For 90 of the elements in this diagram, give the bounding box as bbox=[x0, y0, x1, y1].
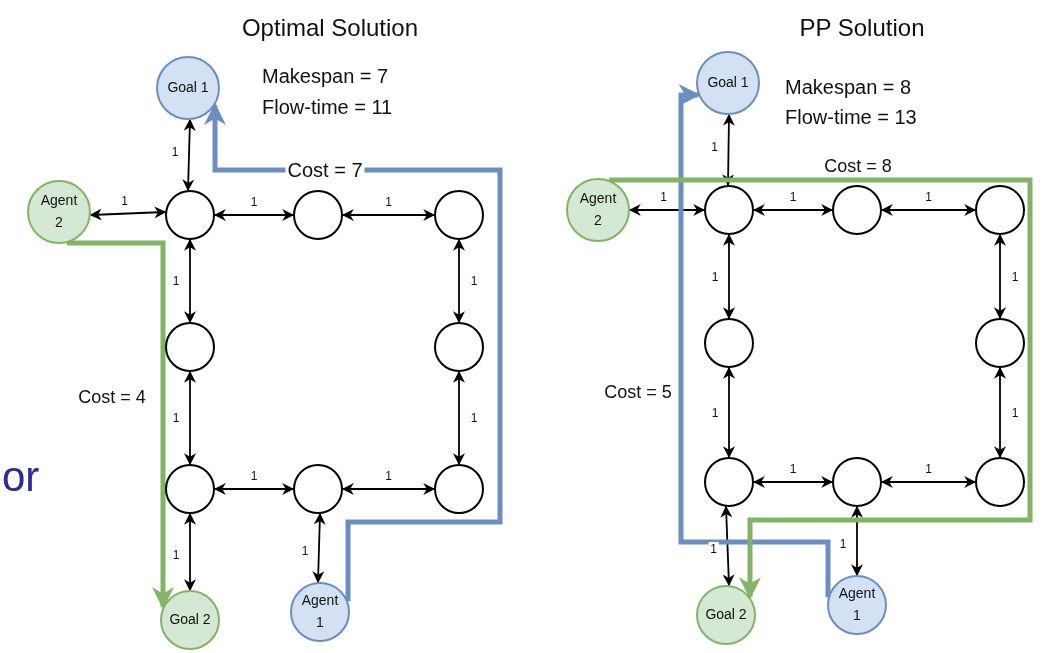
double-arrow bbox=[89, 206, 167, 221]
agent-goal-circle bbox=[27, 180, 91, 244]
edge-label: 1 bbox=[119, 193, 130, 208]
node-label: Agent 1 bbox=[300, 591, 340, 632]
edge-label: 1 bbox=[923, 462, 934, 476]
path-arrow bbox=[609, 177, 1033, 600]
metric-text: Makespan = 8 bbox=[785, 76, 912, 99]
grid-node-circle bbox=[975, 457, 1025, 507]
agent-goal-circle bbox=[290, 582, 350, 642]
double-arrow bbox=[722, 113, 735, 187]
agent-goal-circle bbox=[827, 575, 887, 635]
text-fragment: or bbox=[2, 452, 40, 501]
edge-label: 1 bbox=[170, 411, 182, 425]
edge-label: 1 bbox=[468, 411, 480, 425]
panel-title: Optimal Solution bbox=[241, 13, 419, 42]
node-label: Agent 2 bbox=[578, 189, 618, 230]
panel-title: PP Solution bbox=[799, 13, 925, 42]
double-arrow bbox=[752, 204, 834, 216]
grid-node-circle bbox=[293, 464, 343, 514]
edge-label: 1 bbox=[1009, 405, 1021, 420]
grid-node-circle bbox=[165, 190, 215, 240]
edge-label: 1 bbox=[170, 274, 182, 288]
metric-text: Flow-time = 11 bbox=[262, 96, 393, 119]
double-arrow bbox=[723, 233, 735, 320]
path-arrow bbox=[678, 84, 831, 598]
double-arrow bbox=[341, 209, 436, 221]
path-arrow bbox=[66, 240, 174, 610]
edge-label: 1 bbox=[787, 190, 799, 204]
double-arrow bbox=[213, 209, 295, 221]
edge-label: 1 bbox=[708, 541, 719, 556]
grid-node-circle bbox=[165, 464, 215, 514]
edge-label: 1 bbox=[837, 536, 849, 551]
agent-goal-circle bbox=[566, 178, 630, 242]
path-arrow bbox=[204, 103, 503, 602]
node-label: Goal 2 bbox=[704, 605, 748, 625]
node-label: Agent 1 bbox=[837, 584, 877, 625]
grid-node-circle bbox=[704, 185, 754, 235]
grid-node-circle bbox=[165, 322, 215, 372]
edge-label: 1 bbox=[787, 462, 799, 476]
agent-goal-circle bbox=[160, 590, 220, 650]
edge-label: 1 bbox=[1009, 269, 1021, 284]
grid-node-circle bbox=[293, 190, 343, 240]
agent-goal-circle bbox=[156, 56, 220, 120]
double-arrow bbox=[752, 476, 834, 488]
edge-label: 1 bbox=[923, 190, 934, 204]
edge-label: 1 bbox=[169, 144, 181, 159]
edge-label: 1 bbox=[170, 547, 182, 562]
double-arrow bbox=[880, 204, 977, 216]
node-label: Goal 1 bbox=[166, 78, 210, 98]
edge-label: 1 bbox=[468, 274, 480, 288]
metric-text: Makespan = 7 bbox=[262, 65, 389, 88]
grid-node-circle bbox=[832, 185, 882, 235]
double-arrow bbox=[723, 366, 735, 459]
double-arrow bbox=[628, 204, 706, 216]
edge-label: 1 bbox=[383, 195, 394, 209]
node-label: Agent 2 bbox=[39, 191, 79, 232]
grid-node-circle bbox=[975, 185, 1025, 235]
double-arrow bbox=[312, 512, 326, 584]
double-arrow bbox=[341, 483, 436, 495]
metric-text: Flow-time = 13 bbox=[785, 106, 917, 129]
grid-node-circle bbox=[704, 457, 754, 507]
agent-goal-circle bbox=[696, 585, 756, 645]
node-label: Goal 2 bbox=[168, 610, 212, 630]
edge-label: 1 bbox=[709, 269, 721, 284]
grid-node-circle bbox=[704, 318, 754, 368]
double-arrow bbox=[880, 476, 977, 488]
grid-node-circle bbox=[434, 190, 484, 240]
double-arrow bbox=[994, 366, 1006, 459]
edge-label: 1 bbox=[709, 139, 720, 154]
edge-label: 1 bbox=[248, 195, 260, 209]
grid-node-circle bbox=[832, 457, 882, 507]
grid-node-circle bbox=[434, 464, 484, 514]
edge-label: 1 bbox=[383, 469, 394, 483]
grid-node-circle bbox=[975, 318, 1025, 368]
double-arrow bbox=[184, 370, 196, 466]
double-arrow bbox=[453, 370, 465, 466]
grid-node-circle bbox=[434, 322, 484, 372]
edge-label: 1 bbox=[248, 469, 260, 483]
edge-label: 1 bbox=[658, 190, 669, 204]
double-arrow bbox=[851, 505, 863, 577]
edge-label: 1 bbox=[299, 543, 311, 558]
double-arrow bbox=[453, 238, 465, 324]
double-arrow bbox=[184, 238, 196, 324]
double-arrow bbox=[184, 512, 196, 592]
double-arrow bbox=[182, 118, 196, 192]
double-arrow bbox=[213, 483, 295, 495]
edge-label: 1 bbox=[709, 405, 721, 420]
double-arrow bbox=[994, 233, 1006, 320]
node-label: Goal 1 bbox=[706, 73, 750, 93]
double-arrow bbox=[720, 505, 735, 587]
